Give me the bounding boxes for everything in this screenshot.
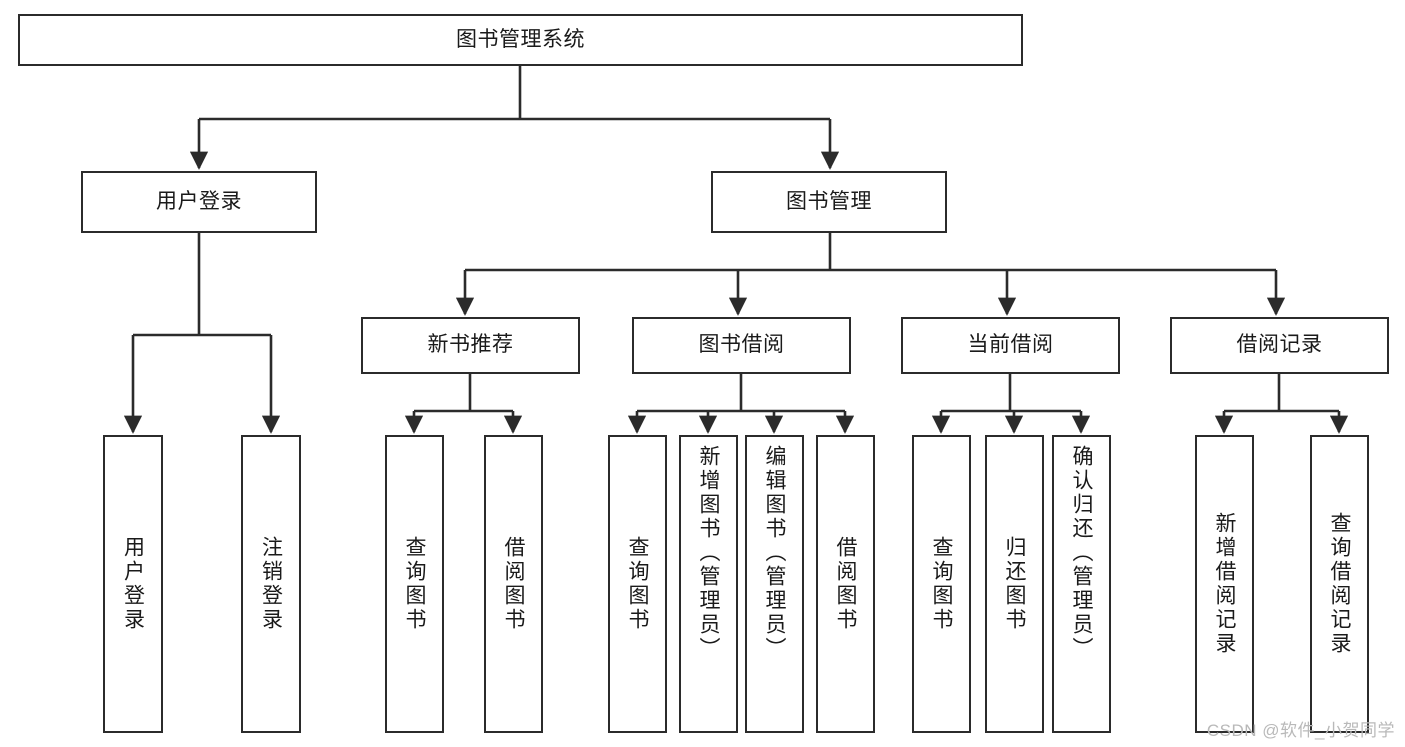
leaf-add-record-label: 新增借阅记录 [1213,512,1236,656]
leaf-query-book-3[interactable]: 查询图书 [912,435,971,733]
node-book-manage-label: 图书管理 [786,189,872,213]
node-current-borrow[interactable]: 当前借阅 [901,317,1120,374]
leaf-add-book-admin-label: 新增图书（管理员） [697,445,720,661]
leaf-confirm-return-admin-label: 确认归还（管理员） [1070,445,1093,661]
leaf-query-record-label: 查询借阅记录 [1328,512,1351,656]
leaf-borrow-book-1-label: 借阅图书 [502,536,525,632]
node-book-borrow[interactable]: 图书借阅 [632,317,851,374]
leaf-borrow-book-1[interactable]: 借阅图书 [484,435,543,733]
leaf-query-book-1-label: 查询图书 [403,536,426,632]
leaf-borrow-book-2[interactable]: 借阅图书 [816,435,875,733]
leaf-user-logout[interactable]: 注销登录 [241,435,301,733]
leaf-add-record[interactable]: 新增借阅记录 [1195,435,1254,733]
node-book-manage[interactable]: 图书管理 [711,171,947,233]
node-borrow-record-label: 借阅记录 [1236,333,1323,357]
node-borrow-record[interactable]: 借阅记录 [1170,317,1389,374]
leaf-return-book-label: 归还图书 [1003,536,1026,632]
node-root-label: 图书管理系统 [456,27,585,51]
node-new-book-rec[interactable]: 新书推荐 [361,317,580,374]
leaf-edit-book-admin-label: 编辑图书（管理员） [763,445,786,661]
node-book-borrow-label: 图书借阅 [698,333,785,357]
leaf-query-record[interactable]: 查询借阅记录 [1310,435,1369,733]
leaf-add-book-admin[interactable]: 新增图书（管理员） [679,435,738,733]
leaf-query-book-3-label: 查询图书 [930,536,953,632]
node-root[interactable]: 图书管理系统 [18,14,1023,66]
leaf-edit-book-admin[interactable]: 编辑图书（管理员） [745,435,804,733]
leaf-user-login[interactable]: 用户登录 [103,435,163,733]
leaf-return-book[interactable]: 归还图书 [985,435,1044,733]
leaf-query-book-2[interactable]: 查询图书 [608,435,667,733]
leaf-borrow-book-2-label: 借阅图书 [834,536,857,632]
leaf-user-logout-label: 注销登录 [259,536,283,632]
watermark: CSDN @软件_小贺同学 [1206,721,1395,740]
leaf-query-book-2-label: 查询图书 [626,536,649,632]
node-user-login[interactable]: 用户登录 [81,171,317,233]
node-current-borrow-label: 当前借阅 [967,333,1054,357]
node-new-book-rec-label: 新书推荐 [427,333,514,357]
leaf-user-login-label: 用户登录 [121,536,145,632]
leaf-confirm-return-admin[interactable]: 确认归还（管理员） [1052,435,1111,733]
node-user-login-label: 用户登录 [156,189,242,213]
leaf-query-book-1[interactable]: 查询图书 [385,435,444,733]
